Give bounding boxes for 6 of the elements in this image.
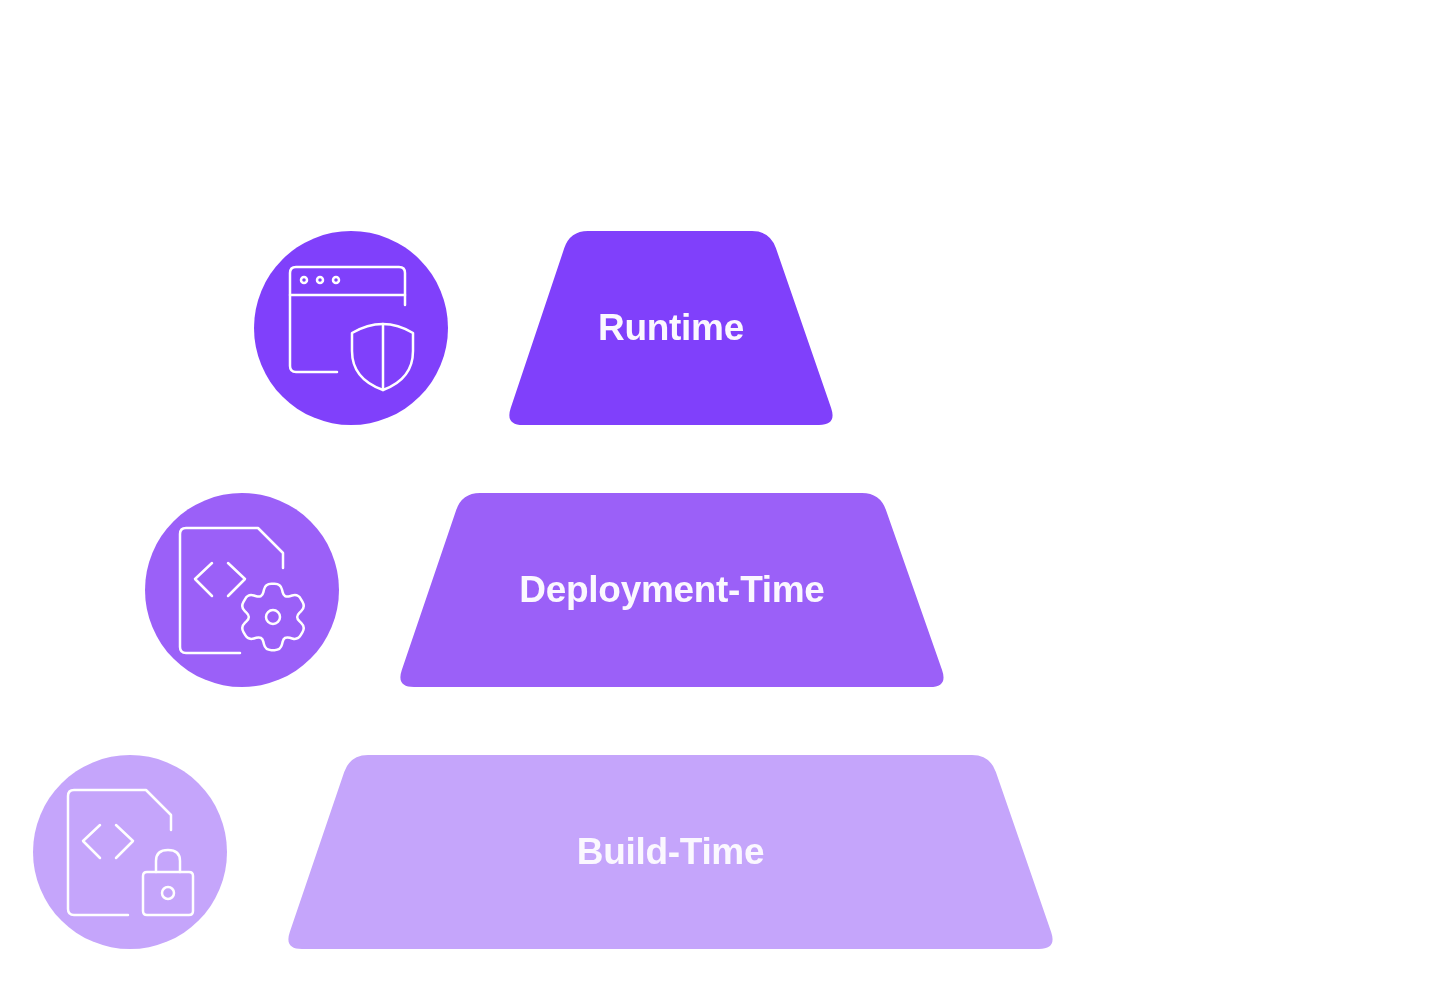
tier-label: Runtime: [598, 306, 744, 350]
code-file-lock-icon: [33, 755, 227, 949]
code-file-gear-icon: [145, 493, 339, 687]
tier-label: Build-Time: [576, 830, 765, 874]
browser-shield-icon: [254, 231, 448, 425]
tier-label: Deployment-Time: [519, 568, 825, 612]
